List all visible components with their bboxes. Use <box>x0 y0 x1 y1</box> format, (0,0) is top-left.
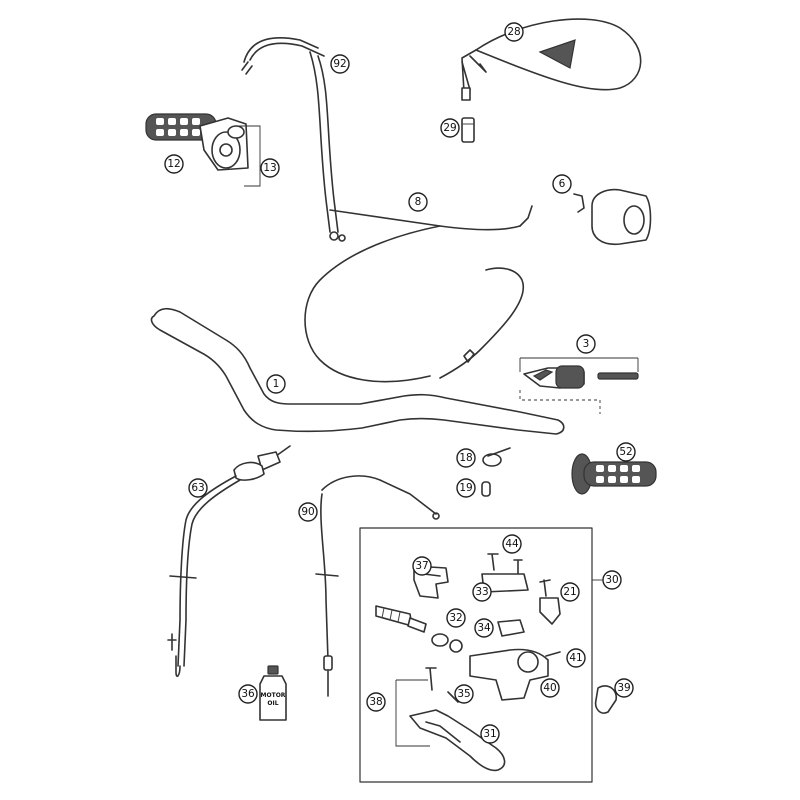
svg-text:19: 19 <box>459 482 472 494</box>
svg-text:40: 40 <box>543 682 556 694</box>
bottle-label-line1: MOTOR <box>261 692 286 699</box>
cable-tie <box>482 447 511 467</box>
clutch-cable <box>304 205 533 383</box>
svg-text:6: 6 <box>559 178 566 190</box>
svg-text:30: 30 <box>605 574 618 586</box>
callout-30: 30 <box>602 570 622 590</box>
mirror <box>461 18 642 101</box>
svg-text:33: 33 <box>475 586 488 598</box>
svg-text:41: 41 <box>569 652 582 664</box>
callout-33: 33 <box>472 582 492 602</box>
callout-21: 21 <box>560 582 580 602</box>
svg-text:38: 38 <box>369 696 382 708</box>
callout-19: 19 <box>456 478 476 498</box>
hot-start-cable <box>167 445 291 678</box>
svg-text:34: 34 <box>477 622 491 634</box>
sleeve <box>481 481 491 497</box>
svg-text:13: 13 <box>263 162 276 174</box>
svg-text:35: 35 <box>457 688 470 700</box>
svg-text:37: 37 <box>415 560 428 572</box>
svg-text:12: 12 <box>167 158 180 170</box>
left-grip <box>571 453 657 495</box>
callout-6: 6 <box>552 174 572 194</box>
callout-31: 31 <box>480 724 500 744</box>
callout-41: 41 <box>566 648 586 668</box>
callout-38: 38 <box>366 692 386 712</box>
callout-52: 52 <box>616 442 636 462</box>
svg-text:90: 90 <box>301 506 314 518</box>
svg-text:39: 39 <box>617 682 630 694</box>
svg-text:29: 29 <box>443 122 456 134</box>
callout-8: 8 <box>408 192 428 212</box>
throttle-cables <box>241 37 346 242</box>
motor-oil-bottle: MOTOR OIL <box>259 665 287 721</box>
clutch-cable-lower <box>315 475 440 697</box>
svg-text:18: 18 <box>459 452 472 464</box>
callout-32: 32 <box>446 608 466 628</box>
callout-1: 1 <box>266 374 286 394</box>
throttle-grip <box>145 113 261 187</box>
callout-39: 39 <box>614 678 634 698</box>
callout-44: 44 <box>502 534 522 554</box>
callouts: 28 92 29 12 13 8 6 3 1 52 18 19 63 90 44… <box>164 22 636 744</box>
clutch-assembly-frame <box>359 527 604 783</box>
svg-text:36: 36 <box>241 688 255 700</box>
handlebar <box>150 307 565 435</box>
callout-63: 63 <box>188 478 208 498</box>
callout-90: 90 <box>298 502 318 522</box>
svg-text:52: 52 <box>619 446 632 458</box>
callout-28: 28 <box>504 22 524 42</box>
callout-40: 40 <box>540 678 560 698</box>
svg-text:28: 28 <box>507 26 520 38</box>
svg-text:21: 21 <box>563 586 576 598</box>
callout-34: 34 <box>474 618 494 638</box>
kill-switch <box>573 188 652 246</box>
svg-text:44: 44 <box>505 538 519 550</box>
clutch-assembly-parts <box>375 553 618 772</box>
svg-text:63: 63 <box>191 482 204 494</box>
svg-text:92: 92 <box>333 58 346 70</box>
callout-18: 18 <box>456 448 476 468</box>
svg-text:3: 3 <box>583 338 590 350</box>
bottle-label-line2: OIL <box>267 700 278 707</box>
mirror-adapter <box>461 117 475 143</box>
callout-37: 37 <box>412 556 432 576</box>
bar-end-weight <box>519 357 639 414</box>
svg-text:31: 31 <box>483 728 496 740</box>
svg-text:32: 32 <box>449 612 462 624</box>
callout-12: 12 <box>164 154 184 174</box>
callout-35: 35 <box>454 684 474 704</box>
svg-text:8: 8 <box>415 196 422 208</box>
callout-29: 29 <box>440 118 460 138</box>
callout-3: 3 <box>576 334 596 354</box>
callout-13: 13 <box>260 158 280 178</box>
callout-36: 36 <box>238 684 258 704</box>
svg-text:1: 1 <box>273 378 280 390</box>
callout-92: 92 <box>330 54 350 74</box>
